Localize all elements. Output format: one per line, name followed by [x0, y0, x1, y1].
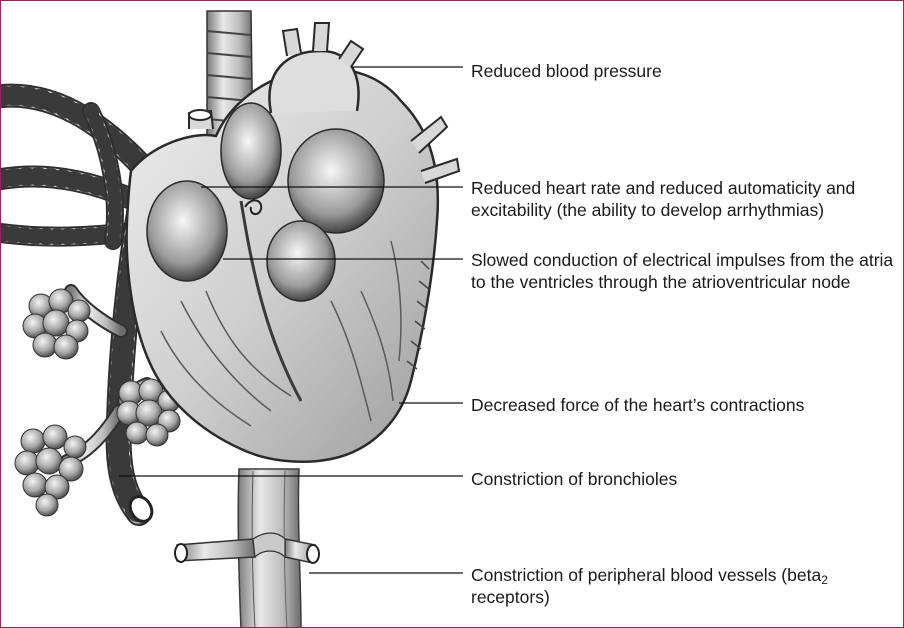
- heart: [127, 23, 459, 462]
- label-bronchiole-constriction: Constriction of bronchioles: [471, 468, 896, 490]
- label-peripheral-vessel-constriction: Constriction of peripheral blood vessels…: [471, 564, 896, 608]
- label-reduced-heart-rate: Reduced heart rate and reduced automatic…: [471, 177, 896, 221]
- beta-subscript: 2: [821, 573, 828, 587]
- label-peripheral-vessel-text: Constriction of peripheral blood vessels…: [471, 565, 821, 585]
- label-peripheral-vessel-tail: receptors): [471, 587, 550, 607]
- label-decreased-contraction-force: Decreased force of the heart’s contracti…: [471, 394, 896, 416]
- label-slowed-conduction: Slowed conduction of electrical impulses…: [471, 249, 896, 293]
- label-reduced-blood-pressure: Reduced blood pressure: [471, 60, 896, 82]
